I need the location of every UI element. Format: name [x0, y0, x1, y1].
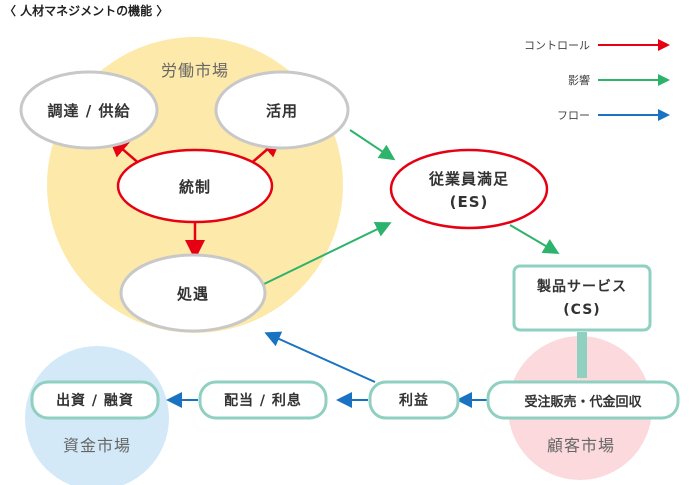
sales-node-shape [486, 380, 680, 420]
cs-to-sales-connector [577, 332, 587, 378]
funding-node-shape [30, 380, 160, 420]
arrow-profit-to-treatment [264, 331, 376, 383]
arrow-utilization-to-es [349, 129, 396, 161]
cs-node-label-line2: (CS) [563, 302, 601, 318]
diagram-title: 〈 人材マネジメントの機能 〉 [4, 4, 169, 18]
es-node-label-line1: 従業員満足 [428, 169, 509, 188]
arrow-treatment-to-es [261, 222, 392, 286]
cs-node-shape [512, 264, 652, 332]
utilization-node-label: 活用 [265, 101, 298, 120]
arrow-es-to-cs [509, 224, 560, 255]
es-node-label-line2: (ES) [449, 193, 489, 211]
treatment-node-shape [119, 253, 267, 333]
profit-node-shape [368, 380, 460, 420]
distribution-node-shape [198, 380, 328, 420]
es-node-shape [389, 148, 549, 230]
procurement-node-shape [19, 70, 159, 150]
treatment-node-label: 処遇 [176, 284, 209, 303]
control-node-shape [116, 148, 274, 224]
sales-node-label: 受注販売・代金回収 [524, 394, 642, 410]
control-node-label: 統制 [178, 177, 211, 196]
cs-node-label-line1: 製品サービス [537, 279, 627, 295]
profit-node-label: 利益 [399, 393, 429, 409]
legend-influence-label: 影響 [568, 74, 590, 87]
utilization-node-shape [214, 70, 350, 150]
labor-market-label: 労働市場 [160, 61, 229, 80]
procurement-node-label: 調達 / 供給 [47, 101, 131, 120]
funding-node-label: 出資 / 融資 [56, 393, 134, 409]
legend-control-label: コントロール [524, 39, 590, 52]
legend-flow-label: フロー [557, 109, 590, 122]
capital-market-label: 資金市場 [62, 436, 131, 455]
customer-market-label: 顧客市場 [546, 436, 615, 455]
distribution-node-label: 配当 / 利息 [224, 393, 302, 409]
